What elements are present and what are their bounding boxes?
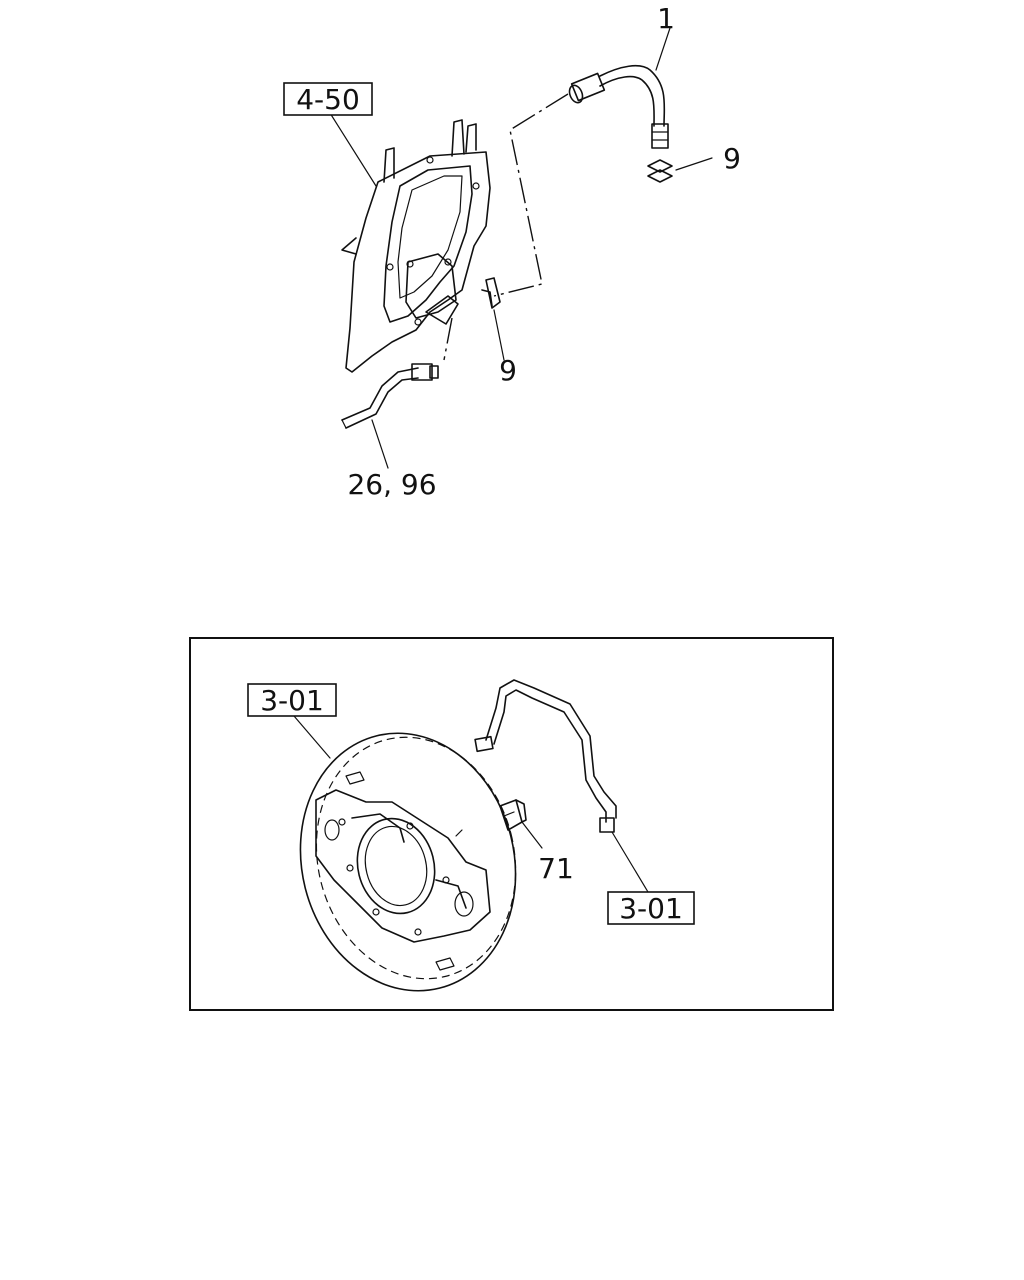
clip-9-lower [481, 277, 501, 309]
leader-1 [655, 27, 671, 71]
part-number-71: 71 [538, 852, 574, 885]
part-number-9-lower: 9 [499, 354, 517, 387]
assembly-line-hose [493, 93, 569, 297]
backing-plate [299, 732, 517, 992]
bracket-assembly [341, 119, 491, 373]
detail-frame [189, 637, 834, 1011]
leader-9-lower [493, 309, 505, 361]
ref-box-3-01-plate: 3-01 [247, 683, 337, 717]
leader-3-01-plate [293, 715, 331, 759]
ref-label-3-01-pipe: 3-01 [619, 892, 683, 925]
leader-26-96 [371, 419, 389, 469]
part-number-1: 1 [657, 2, 675, 35]
assembly-line-pipe [443, 317, 453, 361]
clip-9-upper [647, 159, 673, 183]
leader-3-01-pipe [611, 831, 649, 893]
ref-box-3-01-pipe: 3-01 [607, 891, 695, 925]
brake-pipe-26-96 [341, 363, 439, 429]
leader-71 [521, 821, 543, 849]
ref-box-4-50: 4-50 [283, 82, 373, 116]
leader-4-50 [329, 112, 377, 187]
ref-label-3-01-plate: 3-01 [260, 684, 324, 717]
part-number-9-upper: 9 [723, 142, 741, 175]
brake-pipe-frame [474, 679, 617, 833]
ref-label-4-50: 4-50 [296, 83, 360, 116]
part-number-26-96: 26, 96 [347, 468, 436, 501]
brake-hose [568, 64, 669, 149]
leader-9-upper [675, 157, 713, 171]
